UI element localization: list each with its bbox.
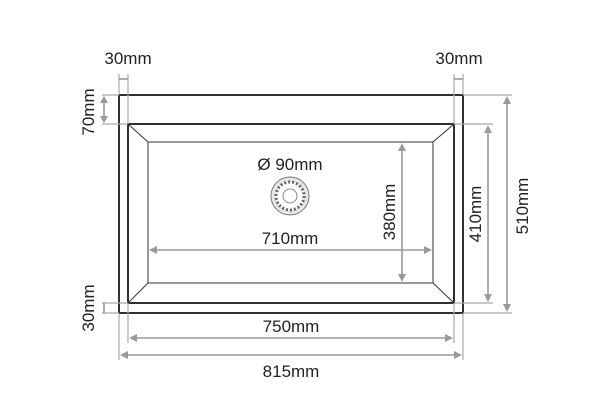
bowl-depth-label: 380mm: [380, 184, 399, 241]
bevel-line: [127, 123, 149, 143]
dimension-lines: [100, 78, 511, 359]
bevel-line: [432, 282, 455, 304]
bowl-width-label: 710mm: [262, 229, 319, 248]
inner-depth-label: 410mm: [466, 186, 485, 243]
inner-width-label: 750mm: [263, 317, 320, 336]
bevel-line: [432, 123, 455, 143]
rim-edge: [127, 123, 455, 304]
dimension-labels: 30mm 30mm 70mm 30mm Ø 90mm 710mm 380mm 4…: [79, 49, 532, 381]
sink-outline: [118, 94, 464, 314]
bevel-line: [127, 282, 149, 304]
extension-lines: [102, 74, 512, 360]
drain-label: Ø 90mm: [257, 155, 322, 174]
bowl-bottom: [147, 141, 434, 284]
rim-top-label: 70mm: [79, 88, 98, 135]
outer-edge: [118, 94, 464, 314]
overall-width-label: 815mm: [263, 362, 320, 381]
rim-right-label: 30mm: [435, 49, 482, 68]
overall-depth-label: 510mm: [513, 178, 532, 235]
drain-icon: [270, 176, 310, 216]
rim-left-label: 30mm: [104, 49, 151, 68]
rim-bottom-label: 30mm: [79, 284, 98, 331]
